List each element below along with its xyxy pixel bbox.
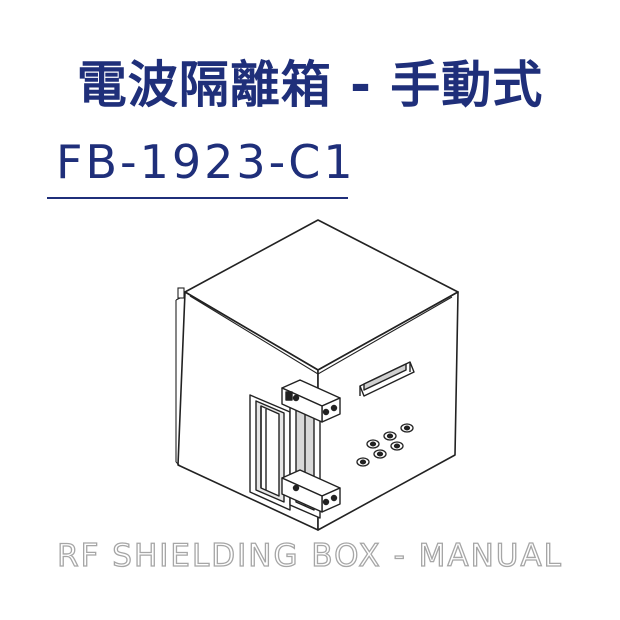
- title-underline: [47, 197, 348, 199]
- model-number: FB-1923-C1: [56, 135, 356, 189]
- shielding-box-illustration: [175, 219, 459, 531]
- product-subtitle: RF SHIELDING BOX - MANUAL: [56, 537, 563, 574]
- product-title: 電波隔離箱 - 手動式: [76, 56, 544, 114]
